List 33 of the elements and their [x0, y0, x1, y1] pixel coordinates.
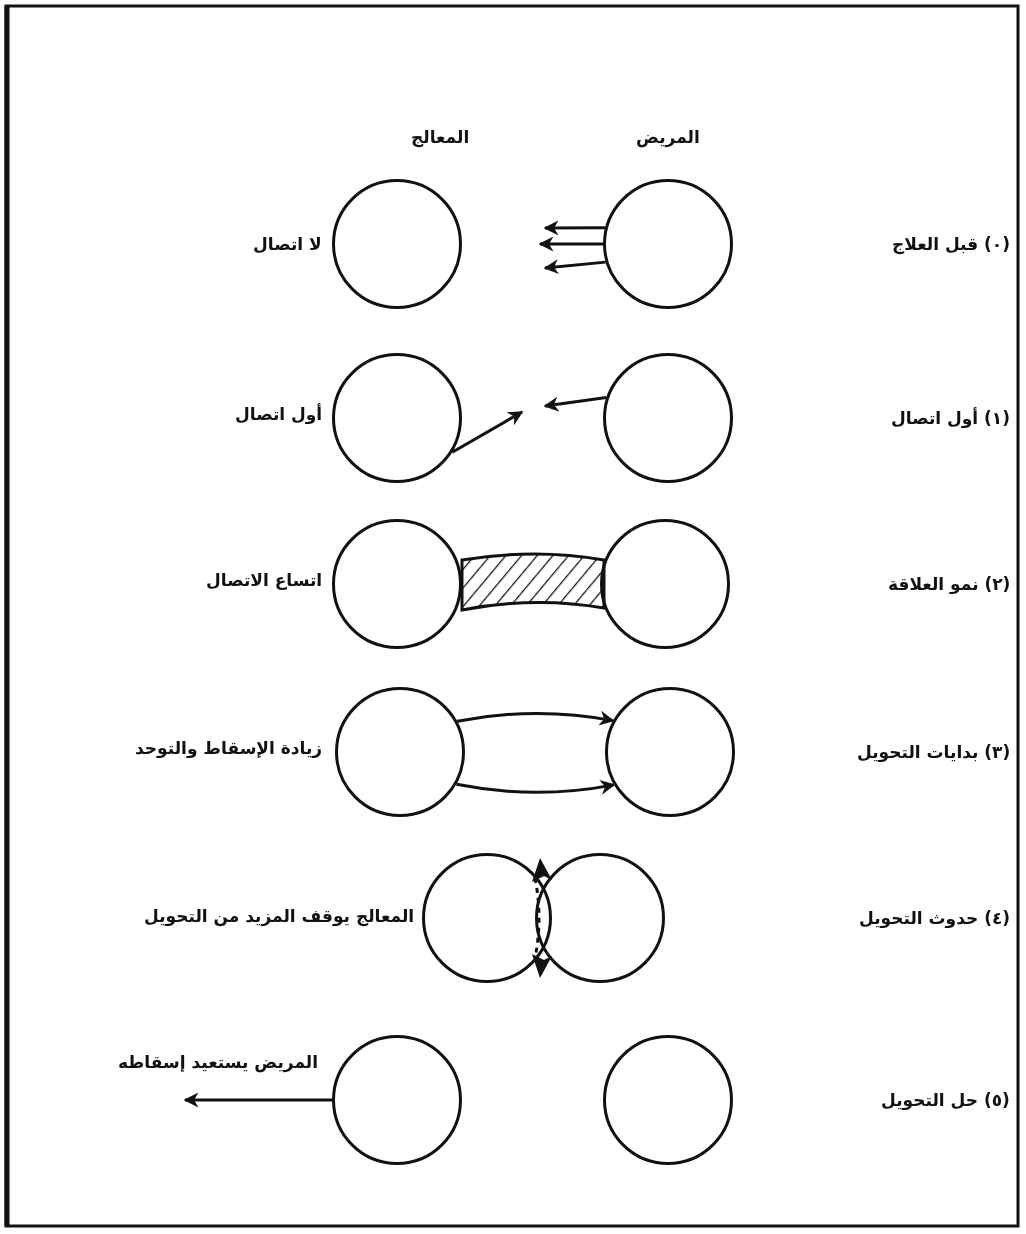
arrow [456, 779, 616, 795]
circle [603, 1035, 733, 1165]
stage-description: المريض يستعيد إسقاطه [118, 1051, 319, 1074]
stage-label: (٠) قبل العلاج [892, 233, 1010, 256]
circle [603, 353, 733, 483]
stage-label: (٥) حل التحويل [881, 1089, 1010, 1112]
circle [600, 519, 730, 649]
arrow [543, 259, 606, 275]
arrow [451, 410, 524, 454]
circle [422, 853, 552, 983]
circle [535, 853, 665, 983]
stage-description: اتساع الاتصال [206, 569, 323, 592]
stage-label: (٣) بدايات التحويل [857, 741, 1011, 764]
arrow [543, 220, 606, 236]
circle [332, 179, 462, 309]
arrow [457, 710, 615, 726]
stage-description: زيادة الإسقاط والتوحد [135, 737, 323, 760]
arrow [538, 236, 603, 252]
circle [605, 687, 735, 817]
stage-label: (١) أول اتصال [891, 406, 1011, 430]
stage-label: (٤) حدوث التحويل [859, 907, 1011, 930]
arrow [543, 395, 607, 412]
circle [332, 353, 462, 483]
column-heading: المريض [636, 126, 700, 149]
column-heading: المعالج [411, 126, 470, 149]
circle [332, 519, 462, 649]
arrow [183, 1092, 332, 1108]
stage-label: (٢) نمو العلاقة [888, 573, 1011, 596]
circle [335, 687, 465, 817]
circle [603, 179, 733, 309]
stage-description: لا اتصال [253, 233, 322, 256]
circle [332, 1035, 462, 1165]
stage-description: المعالج يوقف المزيد من التحويل [144, 905, 415, 928]
